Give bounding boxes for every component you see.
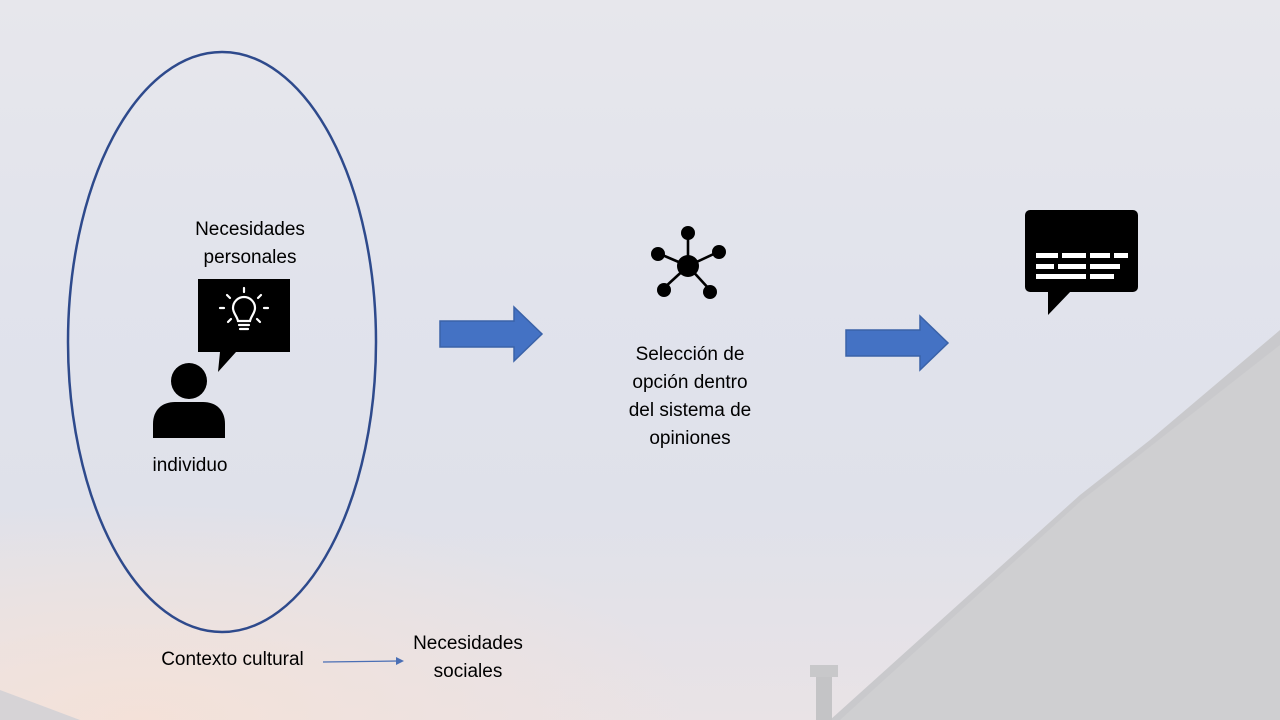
background-glow: [0, 500, 700, 720]
connector-arrow: [322, 657, 404, 665]
right-arrow-icon: [439, 305, 544, 363]
individual-label: individuo: [152, 455, 228, 476]
personal-needs-label: Necesidades personales: [195, 219, 305, 268]
social-needs-label: Necesidades sociales: [413, 633, 523, 682]
cultural-context-label: Contexto cultural: [161, 649, 304, 670]
person-icon: [153, 363, 225, 438]
context-ellipse: [66, 50, 378, 634]
right-arrow-icon: [845, 314, 950, 372]
lightbulb-speech-bubble-icon: [198, 279, 290, 372]
chimney: [816, 676, 832, 720]
selection-label: Selección de opción dentro del sistema d…: [628, 344, 752, 449]
network-hub-icon: [651, 226, 726, 299]
message-bubble-icon: [1025, 210, 1138, 315]
